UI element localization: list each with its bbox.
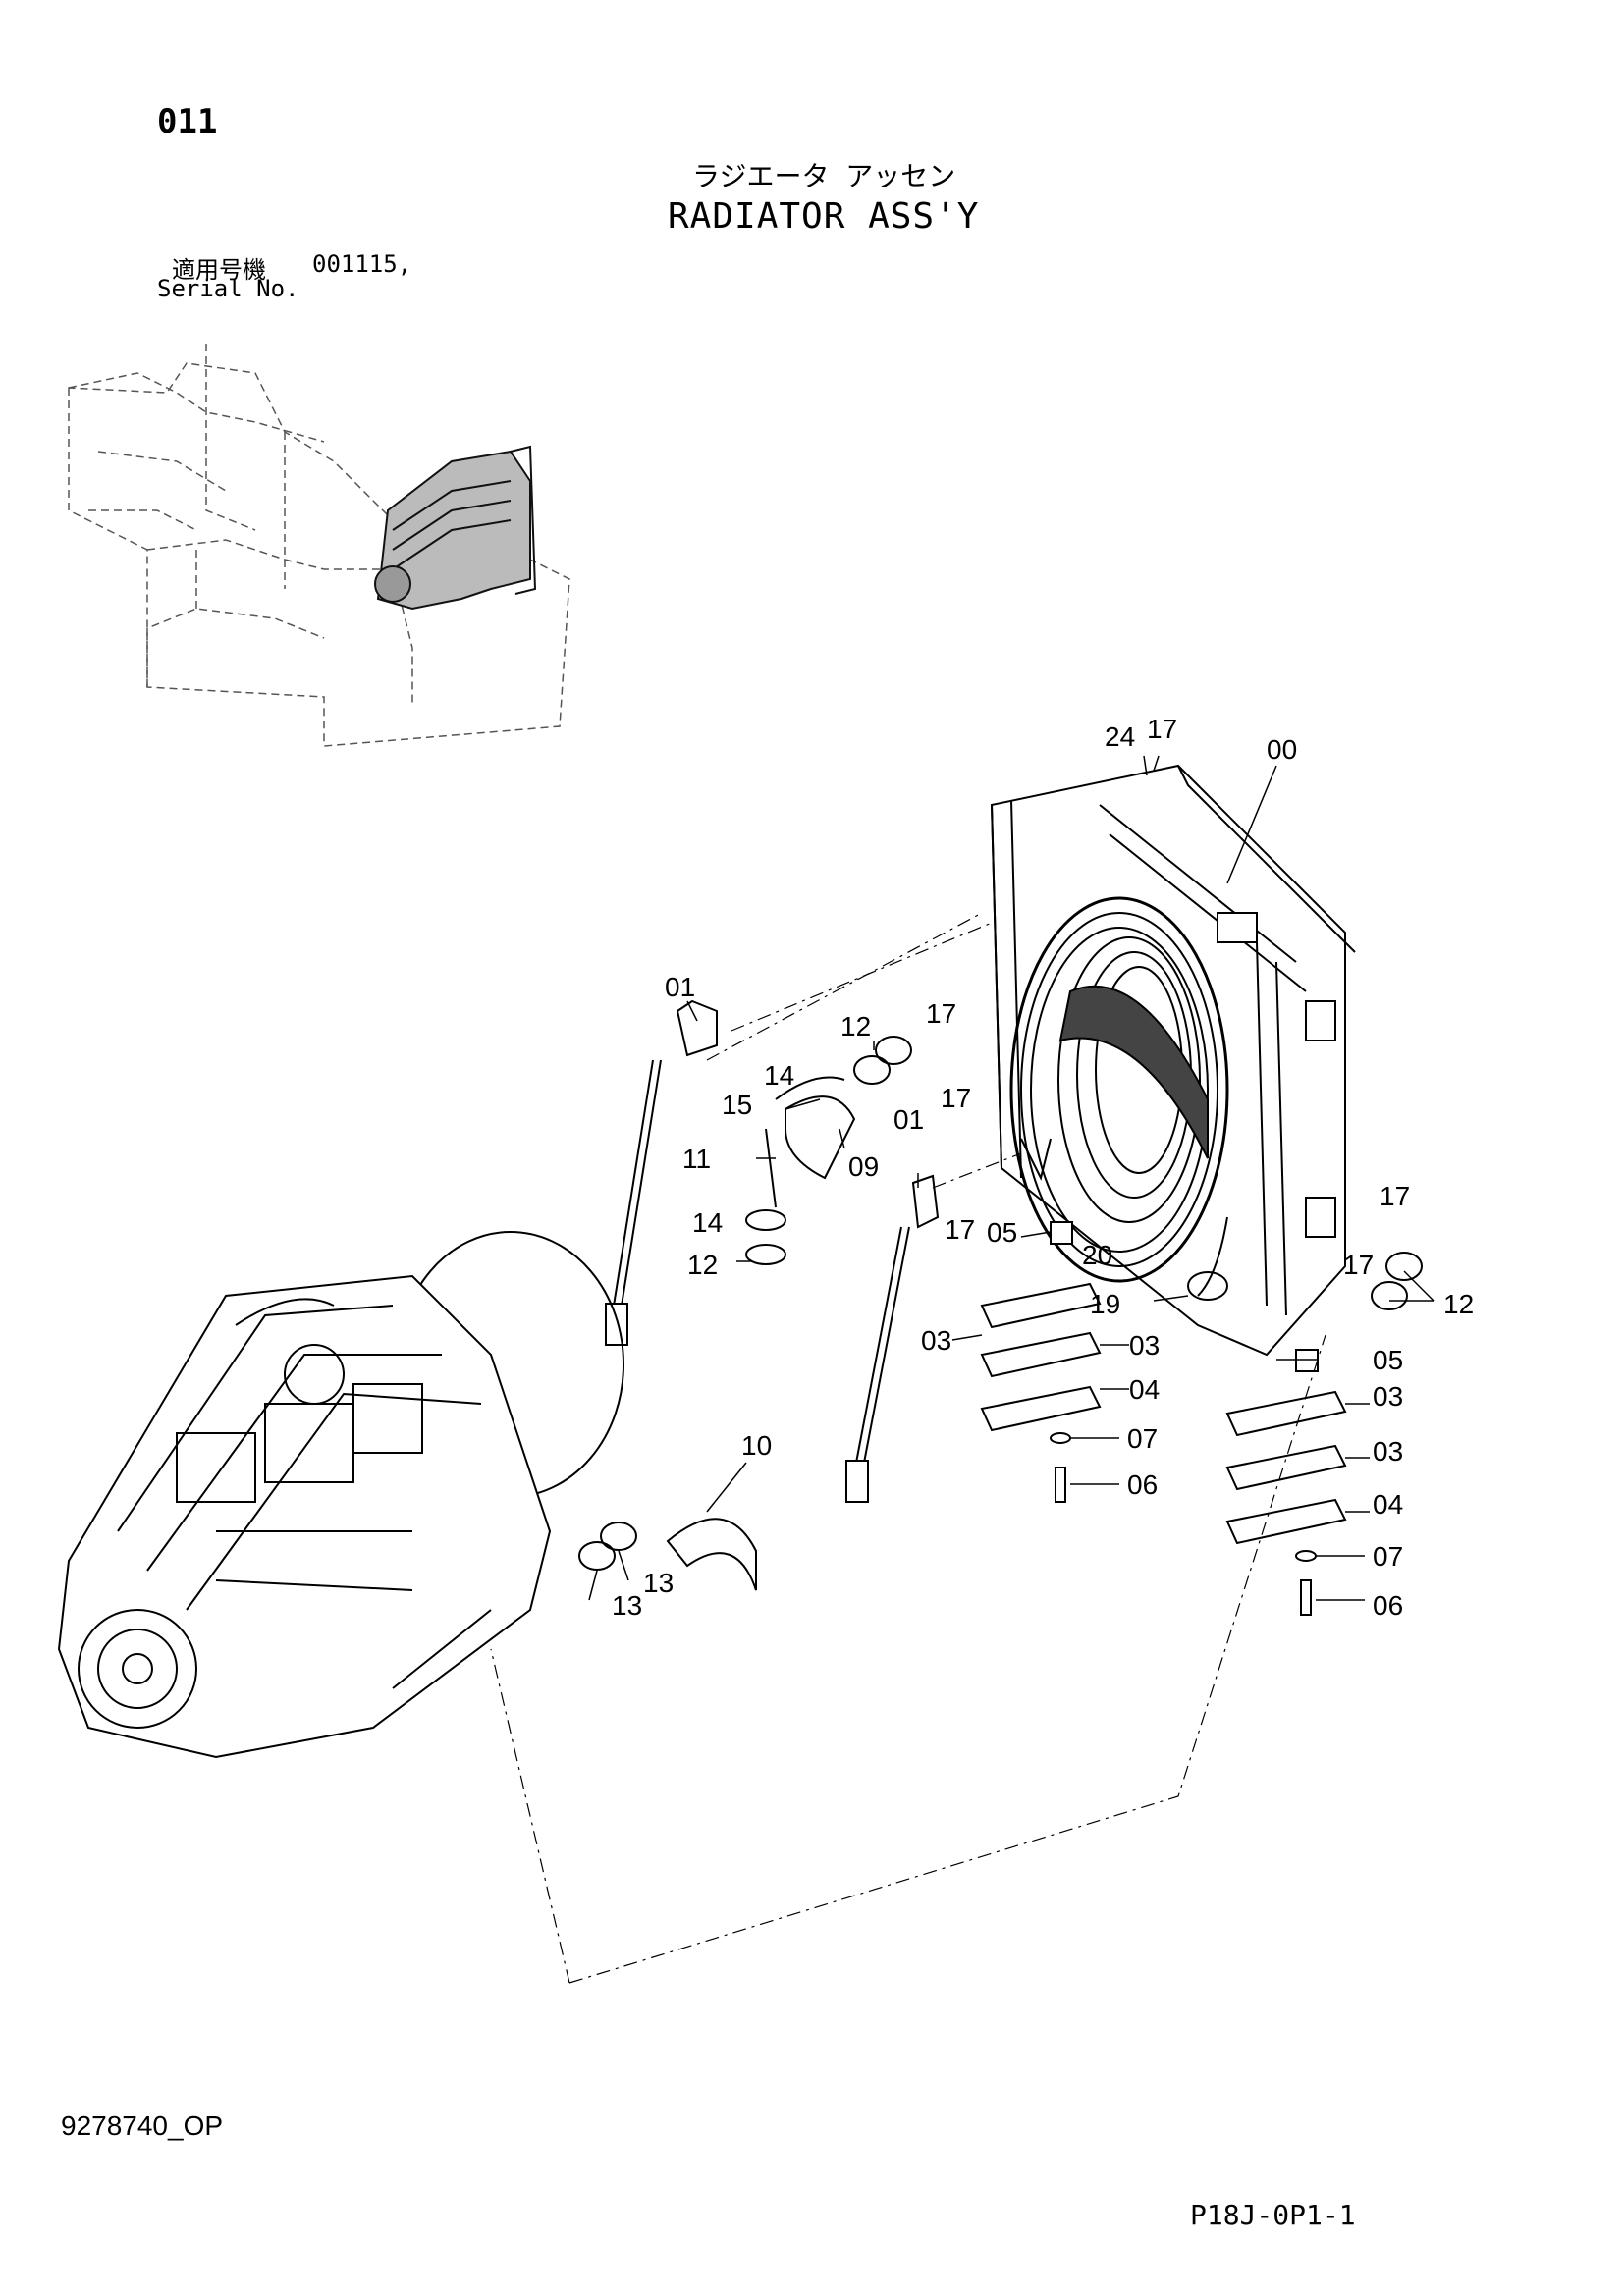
callout-06: 06 xyxy=(1373,1590,1403,1621)
callout-12: 12 xyxy=(687,1250,718,1280)
callout-05: 05 xyxy=(987,1217,1017,1248)
callout-17: 17 xyxy=(941,1083,971,1113)
leader-lines xyxy=(588,755,1435,1601)
callout-17: 17 xyxy=(1343,1250,1374,1280)
lower-hose-and-clamps xyxy=(578,1518,757,1591)
callout-17: 17 xyxy=(945,1214,975,1245)
support-rods xyxy=(605,999,940,1503)
callout-19: 19 xyxy=(1090,1289,1120,1319)
machine-locator-thumbnail xyxy=(68,344,570,747)
callout-14: 14 xyxy=(692,1207,723,1238)
assembly-guide-lines xyxy=(490,912,1326,1984)
callout-06: 06 xyxy=(1127,1469,1158,1500)
serial-label-english: Serial No. xyxy=(157,275,299,302)
mounting-stack-right xyxy=(1225,1252,1423,1616)
callout-03: 03 xyxy=(921,1325,951,1356)
callout-15: 15 xyxy=(722,1090,752,1120)
callout-03: 03 xyxy=(1373,1436,1403,1467)
serial-label-japanese: 適用号機 xyxy=(172,256,266,284)
callout-05: 05 xyxy=(1373,1345,1403,1375)
callout-12: 12 xyxy=(1443,1289,1474,1319)
engine xyxy=(57,1231,624,1759)
callout-11: 11 xyxy=(682,1144,711,1174)
callout-04: 04 xyxy=(1129,1374,1160,1405)
highlighted-engine xyxy=(374,445,537,611)
page-code: P18J-0P1-1 xyxy=(1190,2199,1356,2231)
upper-hose-and-pipe xyxy=(745,1036,912,1265)
callout-01: 01 xyxy=(665,972,695,1002)
callout-09: 09 xyxy=(848,1151,879,1182)
callout-03: 03 xyxy=(1373,1381,1403,1412)
document-code: 9278740_OP xyxy=(61,2110,224,2141)
serial-number-value: 001115, xyxy=(312,250,412,278)
callout-13: 13 xyxy=(643,1568,674,1598)
callout-07: 07 xyxy=(1127,1423,1158,1454)
callout-14: 14 xyxy=(764,1060,794,1091)
callout-13: 13 xyxy=(612,1590,642,1621)
callout-17: 17 xyxy=(1380,1181,1410,1211)
callout-12: 12 xyxy=(840,1011,871,1041)
callout-07: 07 xyxy=(1373,1541,1403,1572)
callout-04: 04 xyxy=(1373,1489,1403,1520)
page-title: RADIATOR ASS'Y xyxy=(668,196,980,237)
page-number: 011 xyxy=(157,102,218,141)
callout-00: 00 xyxy=(1267,734,1297,765)
callout-10: 10 xyxy=(741,1430,772,1461)
callout-labels: 00 24 17 01 12 17 14 17 15 01 11 09 17 1… xyxy=(612,714,1474,1621)
radiator-assembly xyxy=(990,764,1356,1357)
callout-01: 01 xyxy=(893,1104,924,1135)
callout-20: 20 xyxy=(1082,1240,1112,1270)
title-japanese: ラジエータ アッセン xyxy=(692,160,956,192)
mounting-stack-left xyxy=(980,1221,1102,1503)
callout-17: 17 xyxy=(1147,714,1177,744)
callout-17: 17 xyxy=(926,998,956,1029)
callout-24: 24 xyxy=(1105,721,1135,752)
callout-03: 03 xyxy=(1129,1330,1160,1361)
